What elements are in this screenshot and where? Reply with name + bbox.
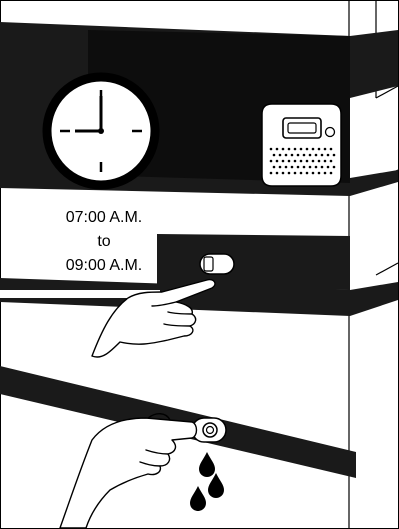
speaker-hole [303, 166, 306, 169]
speaker-hole [309, 166, 312, 169]
speaker-hole [291, 154, 294, 157]
speaker-hole [315, 154, 318, 157]
speaker-hole [309, 154, 312, 157]
speaker-hole [333, 166, 336, 169]
speaker-hole [273, 166, 276, 169]
speaker-hole [273, 154, 276, 157]
speaker-hole [330, 160, 333, 163]
speaker-hole [324, 148, 327, 151]
speaker-hole [327, 154, 330, 157]
speaker-hole [321, 154, 324, 157]
switch-icon[interactable] [200, 254, 234, 274]
speaker-hole [282, 160, 285, 163]
speaker-hole [294, 148, 297, 151]
middle-dark-band [157, 234, 350, 290]
speaker-hole [270, 148, 273, 151]
speaker-hole [300, 172, 303, 175]
speaker-hole [330, 172, 333, 175]
speaker-hole [282, 172, 285, 175]
speaker-hole [279, 154, 282, 157]
panel-knob [326, 128, 335, 137]
speaker-hole [294, 172, 297, 175]
speaker-hole [288, 148, 291, 151]
time-connector: to [97, 233, 110, 250]
speaker-hole [270, 172, 273, 175]
speaker-hole [306, 148, 309, 151]
end-time: 09:00 A.M. [66, 257, 143, 274]
speaker-hole [300, 160, 303, 163]
speaker-hole [282, 148, 285, 151]
speaker-hole [312, 148, 315, 151]
speaker-hole [327, 166, 330, 169]
speaker-hole [306, 172, 309, 175]
speaker-hole [288, 172, 291, 175]
speaker-hole [306, 160, 309, 163]
speaker-hole [270, 160, 273, 163]
schedule-label: 07:00 A.M. to 09:00 A.M. [44, 200, 164, 278]
speaker-hole [315, 166, 318, 169]
speaker-hole [318, 160, 321, 163]
speaker-hole [276, 172, 279, 175]
speaker-hole [324, 172, 327, 175]
speaker-hole [288, 160, 291, 163]
speaker-hole [333, 154, 336, 157]
speaker-hole [312, 172, 315, 175]
speaker-hole [291, 166, 294, 169]
speaker-hole [324, 160, 327, 163]
speaker-hole [321, 166, 324, 169]
start-time: 07:00 A.M. [66, 209, 143, 226]
clock-icon [47, 77, 155, 185]
speaker-hole [303, 154, 306, 157]
speaker-hole [276, 160, 279, 163]
speaker-hole [318, 172, 321, 175]
display-panel-icon [262, 104, 341, 186]
speaker-hole [294, 160, 297, 163]
display-screen [283, 118, 321, 138]
speaker-hole [276, 148, 279, 151]
speaker-hole [312, 160, 315, 163]
speaker-hole [300, 148, 303, 151]
speaker-hole [285, 154, 288, 157]
speaker-hole [330, 148, 333, 151]
speaker-hole [297, 154, 300, 157]
speaker-hole [297, 166, 300, 169]
speaker-hole [285, 166, 288, 169]
speaker-hole [279, 166, 282, 169]
speaker-hole [318, 148, 321, 151]
